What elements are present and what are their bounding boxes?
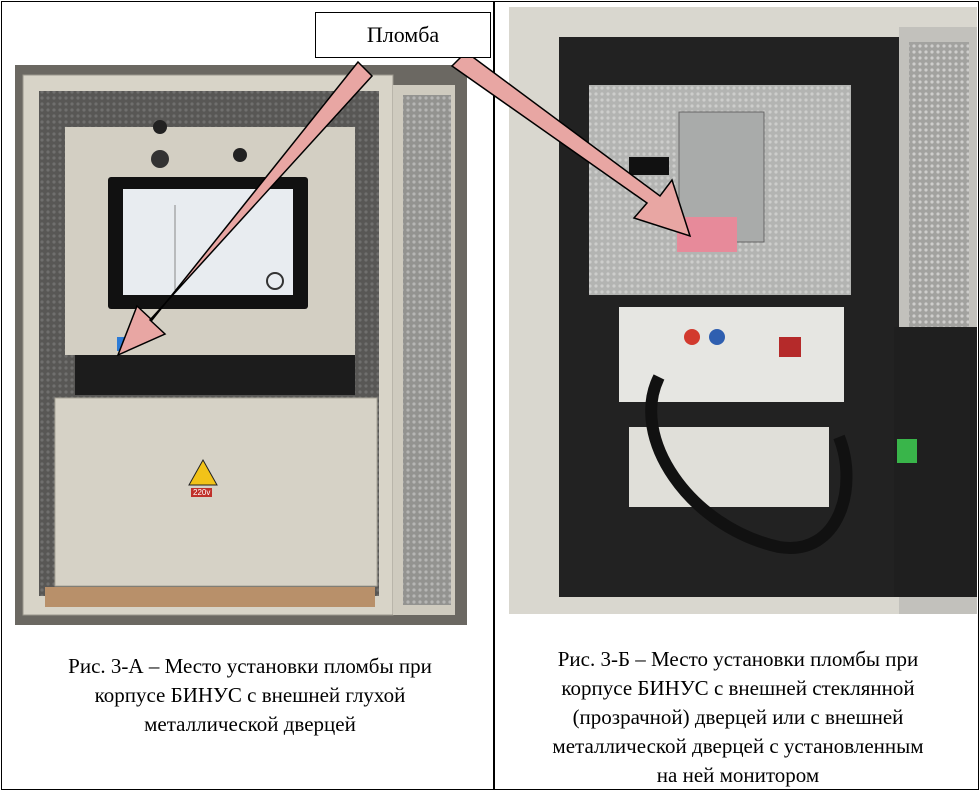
- photo-cabinet-glass-door: [509, 7, 977, 614]
- caption-line: Рис. 3-А – Место установки пломбы при: [68, 654, 432, 678]
- caption-line: металлической дверцей: [144, 712, 356, 736]
- photo-cabinet-blind-door: 220v: [15, 65, 467, 625]
- column-divider: [493, 1, 495, 790]
- caption-figure-3a: Рис. 3-А – Место установки пломбы при ко…: [20, 652, 480, 739]
- voltage-sign: 220v: [191, 488, 213, 497]
- caption-figure-3b: Рис. 3-Б – Место установки пломбы при ко…: [500, 645, 976, 790]
- caption-line: на ней монитором: [656, 763, 820, 787]
- caption-line: металлической дверцей с установленным: [552, 734, 924, 758]
- caption-line: корпусе БИНУС с внешней стеклянной: [561, 676, 915, 700]
- caption-line: (прозрачной) дверцей или с внешней: [572, 705, 904, 729]
- caption-line: Рис. 3-Б – Место установки пломбы при: [557, 647, 919, 671]
- caption-line: корпусе БИНУС с внешней глухой: [94, 683, 406, 707]
- seal-label: Пломба: [315, 12, 491, 58]
